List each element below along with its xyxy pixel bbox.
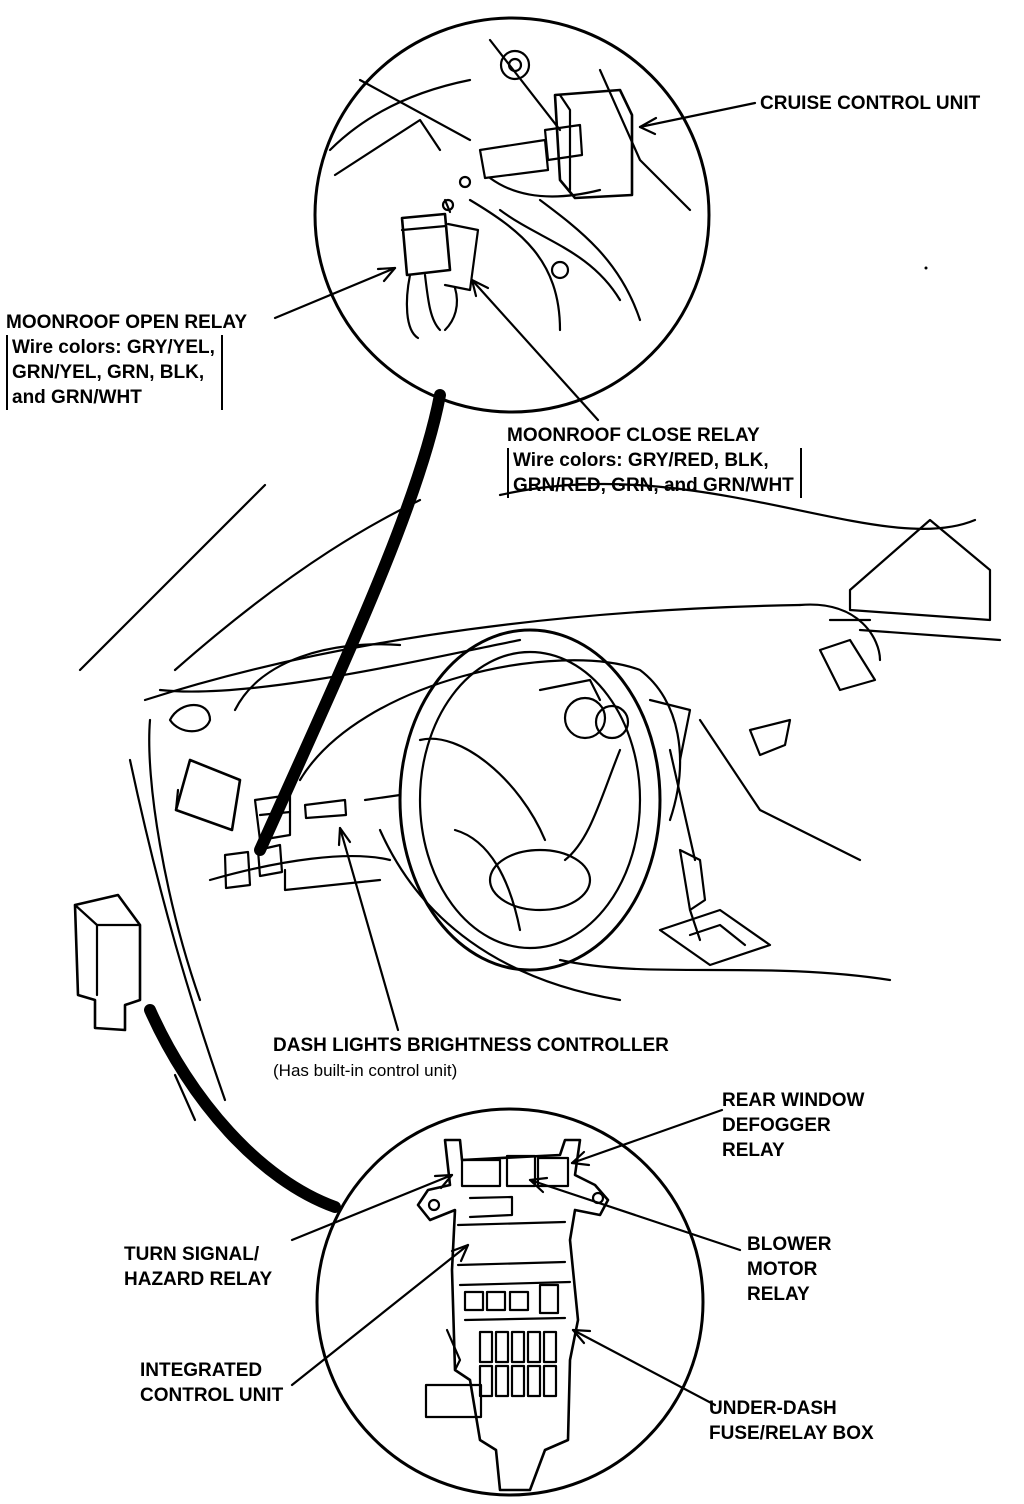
wire-colors-line: Wire colors: GRY/RED, BLK, (513, 450, 769, 471)
wire-colors-line: and GRN/WHT (12, 387, 142, 408)
label-line: DEFOGGER (722, 1115, 831, 1136)
wire-colors-line: Wire colors: GRY/YEL, (12, 337, 215, 358)
moonroof-close-relay-label: MOONROOF CLOSE RELAY Wire colors: GRY/RE… (507, 423, 802, 498)
label-line: HAZARD RELAY (124, 1269, 273, 1290)
dash-lights-controller-title: DASH LIGHTS BRIGHTNESS CONTROLLER (273, 1035, 669, 1056)
label-line: REAR WINDOW (722, 1090, 865, 1111)
rear-window-defogger-relay-label: REAR WINDOW DEFOGGER RELAY (722, 1088, 864, 1163)
label-line: FUSE/RELAY BOX (709, 1423, 874, 1444)
integrated-control-unit-label: INTEGRATED CONTROL UNIT (140, 1358, 283, 1408)
moonroof-open-relay-wire-colors: Wire colors: GRY/YEL, GRN/YEL, GRN, BLK,… (6, 335, 223, 410)
dashboard-drawing (78, 482, 1002, 1102)
dash-lights-controller-label: DASH LIGHTS BRIGHTNESS CONTROLLER (Has b… (273, 1033, 669, 1083)
turn-signal-hazard-relay-label: TURN SIGNAL/ HAZARD RELAY (124, 1242, 272, 1292)
wire-colors-line: GRN/YEL, GRN, BLK, (12, 362, 205, 383)
label-line: RELAY (722, 1140, 785, 1161)
left-modules (73, 758, 284, 1122)
under-dash-fuse-relay-box-label: UNDER-DASH FUSE/RELAY BOX (709, 1396, 874, 1446)
moonroof-close-relay-title: MOONROOF CLOSE RELAY (507, 425, 760, 446)
dash-lights-controller-note: (Has built-in control unit) (273, 1061, 458, 1080)
moonroof-open-relay-title: MOONROOF OPEN RELAY (6, 312, 248, 333)
label-line: TURN SIGNAL/ (124, 1244, 260, 1265)
wire-colors-line: GRN/RED, GRN, and GRN/WHT (513, 475, 794, 496)
label-line: UNDER-DASH (709, 1398, 837, 1419)
upper-detail-circle (313, 16, 711, 414)
label-line: INTEGRATED (140, 1360, 263, 1381)
label-line: RELAY (747, 1284, 810, 1305)
cruise-control-unit-label: CRUISE CONTROL UNIT (760, 93, 981, 114)
label-line: CONTROL UNIT (140, 1385, 284, 1406)
label-line: MOTOR (747, 1259, 818, 1280)
moonroof-close-relay-wire-colors: Wire colors: GRY/RED, BLK, GRN/RED, GRN,… (507, 448, 802, 498)
blower-motor-relay-label: BLOWER MOTOR RELAY (747, 1232, 831, 1307)
label-line: BLOWER (747, 1234, 832, 1255)
lower-detail-circle (315, 1107, 705, 1497)
moonroof-open-relay-label: MOONROOF OPEN RELAY Wire colors: GRY/YEL… (6, 310, 247, 410)
